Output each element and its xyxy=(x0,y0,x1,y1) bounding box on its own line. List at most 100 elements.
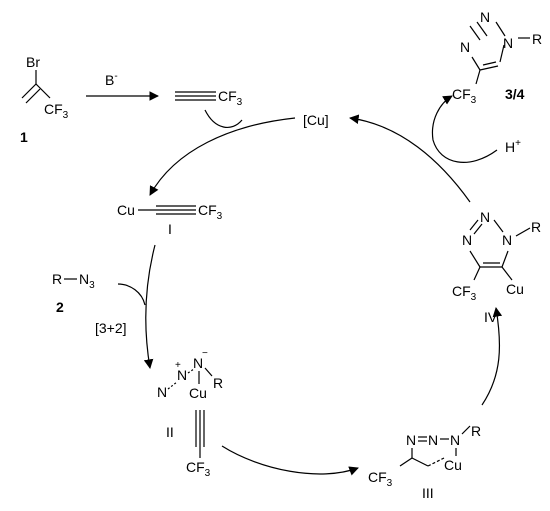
intermediate-numeral: II xyxy=(166,424,174,440)
cf3-text: CF xyxy=(218,88,237,104)
cf3-subscript: 3 xyxy=(471,95,477,106)
bond xyxy=(187,368,195,374)
bond xyxy=(427,457,445,467)
cycle-arrow-to-IV xyxy=(481,307,503,406)
cf3-label: CF3 xyxy=(368,469,393,489)
bond xyxy=(461,425,471,435)
r-substituent-label: R xyxy=(532,31,542,47)
cycle-arrow-to-I xyxy=(149,117,296,196)
proton-text: H xyxy=(505,139,515,155)
intermediate-IV: N N N R CF3 Cu IV xyxy=(452,209,541,325)
triazole-nitrogen-label: N xyxy=(480,9,490,25)
base-reagent-label: B- xyxy=(105,71,118,88)
bond xyxy=(469,250,481,268)
bond xyxy=(476,21,488,37)
r-substituent-label: R xyxy=(471,423,481,439)
cf3-subscript: 3 xyxy=(205,468,211,479)
intermediate-II: N N N + − R Cu CF3 II xyxy=(157,348,223,479)
ring-nitrogen-label: N xyxy=(428,432,438,448)
cf3-text: CF xyxy=(44,101,63,117)
azide-nitrogen-label: N xyxy=(193,355,203,371)
cf3-label: CF3 xyxy=(218,88,243,108)
alkyne-entry-arrow xyxy=(204,109,243,128)
bond xyxy=(493,219,504,233)
bond xyxy=(479,65,499,71)
bond xyxy=(469,25,481,41)
cycloaddition-label: [3+2] xyxy=(95,320,127,336)
cf3-text: CF xyxy=(186,459,205,475)
azide-subscript: 3 xyxy=(89,280,95,291)
bond xyxy=(411,457,429,467)
cf3-label: CF3 xyxy=(44,101,69,121)
bond xyxy=(471,56,481,71)
r-substituent-label: R xyxy=(213,375,223,391)
cf3-label: CF3 xyxy=(452,86,477,106)
copper-label: Cu xyxy=(506,281,524,297)
intermediate-numeral: IV xyxy=(484,309,498,325)
ring-nitrogen-label: N xyxy=(502,232,512,248)
ring-nitrogen-label: N xyxy=(462,232,472,248)
bond xyxy=(35,83,51,99)
bond xyxy=(473,223,483,235)
bond xyxy=(495,21,506,37)
intermediate-I: Cu CF3 I xyxy=(117,202,223,237)
product-release-arrow xyxy=(431,95,498,163)
ring-nitrogen-label: N xyxy=(406,432,416,448)
bond xyxy=(399,457,413,467)
ring-nitrogen-label: N xyxy=(480,209,490,225)
azide-label: N3 xyxy=(79,271,95,291)
azide-nitrogen-label: N xyxy=(157,384,167,400)
intermediate-numeral: III xyxy=(422,485,434,501)
bond xyxy=(475,69,481,85)
cycle-arrow-to-catalyst xyxy=(349,114,471,203)
cf3-text: CF xyxy=(452,283,471,299)
cycle-arrow-to-II xyxy=(143,244,156,369)
bond xyxy=(204,367,213,377)
cycle-arrow-to-III xyxy=(221,445,359,476)
base-elimination-step: B- xyxy=(86,71,159,101)
bond xyxy=(482,61,497,66)
base-text: B xyxy=(105,72,114,88)
bond xyxy=(473,266,481,281)
azide-nitrogen-label: N xyxy=(177,367,187,383)
positive-charge: + xyxy=(175,360,181,371)
r-substituent-label: R xyxy=(52,271,62,287)
bond xyxy=(21,83,37,99)
cf3-subscript: 3 xyxy=(387,478,393,489)
trifluoropropyne: CF3 xyxy=(175,88,243,108)
cf3-text: CF xyxy=(452,86,471,102)
triazole-nitrogen-label: N xyxy=(460,39,470,55)
proton-superscript: + xyxy=(515,138,521,149)
copper-label: Cu xyxy=(189,385,207,401)
cf3-label: CF3 xyxy=(452,283,477,303)
copper-catalyst-label: [Cu] xyxy=(303,112,329,128)
bond xyxy=(501,250,509,268)
compound-number: 3/4 xyxy=(505,86,525,102)
bond xyxy=(515,227,531,237)
azide-entry-arrow xyxy=(117,283,146,306)
r-substituent-label: R xyxy=(531,219,541,235)
cf3-text: CF xyxy=(198,202,217,218)
cf3-text: CF xyxy=(368,469,387,485)
cf3-subscript: 3 xyxy=(237,97,243,108)
bond xyxy=(167,381,178,390)
cycle-arrows xyxy=(117,95,503,476)
ring-nitrogen-label: N xyxy=(450,432,460,448)
cf3-label: CF3 xyxy=(198,202,223,222)
proton-label: H+ xyxy=(505,138,521,155)
base-superscript: - xyxy=(114,71,117,82)
compound-number: 2 xyxy=(56,299,64,315)
compound-1: Br CF3 1 xyxy=(20,54,69,145)
bromo-label: Br xyxy=(26,54,40,70)
intermediate-numeral: I xyxy=(168,221,172,237)
bond xyxy=(501,266,513,281)
compound-number: 1 xyxy=(20,129,28,145)
product-triazole: N N N R CF3 3/4 xyxy=(452,9,542,106)
azide-text: N xyxy=(79,271,89,287)
bond xyxy=(25,88,41,104)
negative-charge: − xyxy=(202,348,208,359)
cf3-subscript: 3 xyxy=(63,110,69,121)
intermediate-III: N N N R Cu CF3 III xyxy=(368,423,481,501)
cf3-subscript: 3 xyxy=(217,211,223,222)
